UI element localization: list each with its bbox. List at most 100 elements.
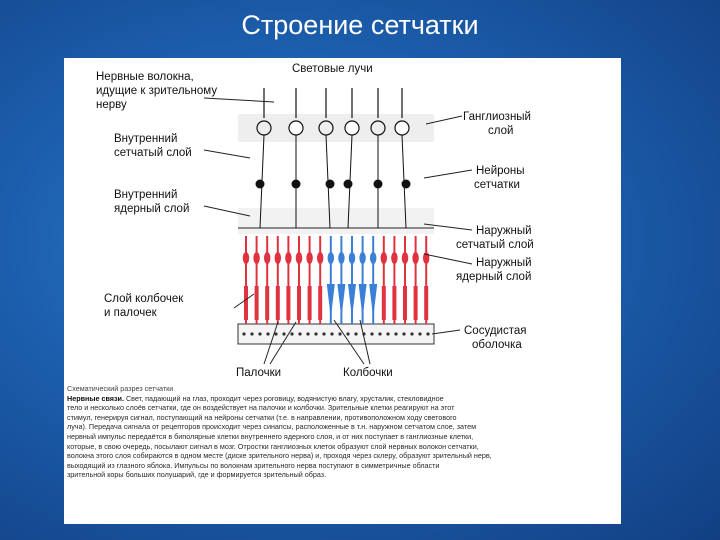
caption-heading: Схематический разрез сетчатки: [67, 384, 615, 394]
rod-nucleus: [317, 252, 323, 264]
choroid-cell: [258, 332, 261, 335]
rod-outer-segment: [414, 286, 418, 320]
cone-outer-segment: [337, 284, 345, 318]
label-inner-plexiform-2: сетчатый слой: [114, 147, 192, 159]
choroid-cell: [354, 332, 357, 335]
pointer-line: [424, 254, 472, 264]
cone-outer-segment: [369, 284, 377, 318]
label-choroid-2: оболочка: [472, 339, 522, 351]
cone-nucleus: [370, 252, 376, 264]
choroid-cell: [338, 332, 341, 335]
choroid-cell: [266, 332, 269, 335]
label-cones: Колбочки: [343, 367, 393, 379]
cone-nucleus: [338, 252, 344, 264]
rod-outer-segment: [318, 286, 322, 320]
choroid-cell: [370, 332, 373, 335]
caption-line-7: выходящий из глазного яблока. Импульсы п…: [67, 461, 615, 471]
pointer-line: [204, 150, 250, 158]
bipolar-cell: [344, 180, 353, 189]
choroid-cell: [322, 332, 325, 335]
caption-text-0: Свет, падающий на глаз, проходит через р…: [126, 394, 444, 403]
choroid-cell: [418, 332, 421, 335]
rod-nucleus: [412, 252, 418, 264]
rod-outer-segment: [297, 286, 301, 320]
choroid-cell: [378, 332, 381, 335]
rod-nucleus: [296, 252, 302, 264]
choroid-cell: [402, 332, 405, 335]
ganglion-cell: [395, 121, 409, 135]
caption-line-6: волокна этого слоя собираются в одном ме…: [67, 451, 615, 461]
rod-nucleus: [402, 252, 408, 264]
bipolar-cell: [374, 180, 383, 189]
rod-nucleus: [243, 252, 249, 264]
ganglion-cell: [371, 121, 385, 135]
label-retina-neurons: Нейроны: [476, 165, 525, 177]
choroid-cell: [394, 332, 397, 335]
label-outer-nuclear-2: ядерный слой: [456, 271, 531, 283]
pointer-line: [432, 330, 460, 334]
label-outer-plexiform: Наружный: [476, 225, 532, 237]
label-inner-nuclear-2: ядерный слой: [114, 203, 189, 215]
label-ganglion-layer: Ганглиозный: [463, 111, 531, 123]
slide-title: Строение сетчатки: [0, 10, 720, 41]
rod-nucleus: [381, 252, 387, 264]
rod-outer-segment: [403, 286, 407, 320]
rod-nucleus: [253, 252, 259, 264]
label-retina-neurons-2: сетчатки: [474, 179, 520, 191]
ganglion-cell: [345, 121, 359, 135]
label-outer-nuclear: Наружный: [476, 257, 532, 269]
caption-line-0: Нервные связи. Свет, падающий на глаз, п…: [67, 394, 615, 404]
rod-nucleus: [275, 252, 281, 264]
cone-outer-segment: [348, 284, 356, 318]
choroid-cell: [346, 332, 349, 335]
ganglion-cell: [289, 121, 303, 135]
rod-outer-segment: [424, 286, 428, 320]
figure-caption: Схематический разрез сетчатки Нервные св…: [67, 384, 615, 480]
rod-outer-segment: [286, 286, 290, 320]
choroid-cell: [410, 332, 413, 335]
pointer-line: [424, 170, 472, 178]
caption-line-1: тело и несколько слоёв сетчатки, где он …: [67, 403, 615, 413]
rod-nucleus: [264, 252, 270, 264]
rod-outer-segment: [255, 286, 259, 320]
choroid-cell: [330, 332, 333, 335]
bipolar-cell: [256, 180, 265, 189]
label-choroid: Сосудистая: [464, 325, 526, 337]
choroid-cell: [386, 332, 389, 335]
ganglion-cell: [319, 121, 333, 135]
cone-nucleus: [349, 252, 355, 264]
choroid-cell: [298, 332, 301, 335]
choroid-cell: [426, 332, 429, 335]
label-inner-nuclear: Внутренний: [114, 189, 177, 201]
label-nerve-fibers-2: идущие к зрительному: [96, 85, 217, 97]
cone-outer-segment: [359, 284, 367, 318]
label-photoreceptor-layer-2: и палочек: [104, 307, 158, 319]
bipolar-cell: [402, 180, 411, 189]
inner-nuclear-band: [238, 208, 434, 234]
caption-bold-lead: Нервные связи.: [67, 394, 124, 403]
label-rods: Палочки: [236, 367, 281, 379]
rod-outer-segment: [382, 286, 386, 320]
choroid-cell: [290, 332, 293, 335]
choroid-cell: [314, 332, 317, 335]
label-light-rays: Световые лучи: [292, 63, 373, 75]
caption-line-5: которые, в свою очередь, посылают сигнал…: [67, 442, 615, 452]
rod-nucleus: [285, 252, 291, 264]
rod-nucleus: [391, 252, 397, 264]
rod-nucleus: [306, 252, 312, 264]
rod-outer-segment: [276, 286, 280, 320]
choroid-cell: [282, 332, 285, 335]
rod-outer-segment: [265, 286, 269, 320]
label-nerve-fibers-3: нерву: [96, 99, 127, 111]
caption-line-3: луча). Передача сигнала от рецепторов пр…: [67, 422, 615, 432]
label-nerve-fibers: Нервные волокна,: [96, 71, 194, 83]
label-photoreceptor-layer: Слой колбочек: [104, 293, 184, 305]
label-ganglion-layer-2: слой: [488, 125, 513, 137]
choroid-cell: [242, 332, 245, 335]
caption-line-4: нервный импульс передаётся в биполярные …: [67, 432, 615, 442]
rod-nucleus: [423, 252, 429, 264]
rod-outer-segment: [308, 286, 312, 320]
figure-panel: Нервные волокна, идущие к зрительному не…: [64, 58, 621, 524]
cone-outer-segment: [327, 284, 335, 318]
label-outer-plexiform-2: сетчатый слой: [456, 239, 534, 251]
